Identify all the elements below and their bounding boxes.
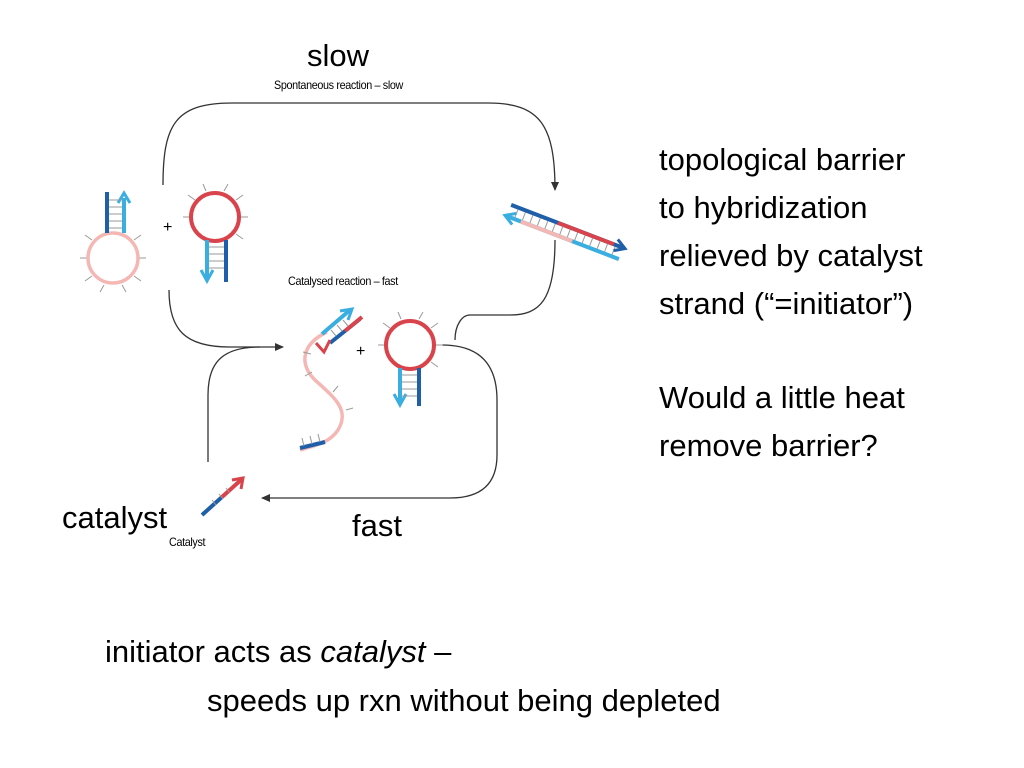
bottom-line-1-emphasis: catalyst xyxy=(320,634,426,669)
side-line-1: topological barrier xyxy=(659,142,906,177)
bottom-line-1-suffix: – xyxy=(425,634,452,669)
side-line-5: Would a little heat xyxy=(659,380,905,415)
bottom-line-1: initiator acts as catalyst – xyxy=(105,636,451,667)
catalyst-label: catalyst xyxy=(62,500,168,535)
catalysed-path-right xyxy=(454,239,556,341)
fast-return-arrow xyxy=(261,344,498,502)
side-line-6: remove barrier? xyxy=(659,428,878,463)
bottom-line-1-prefix: initiator acts as xyxy=(105,634,321,669)
side-line-3: relieved by catalyst xyxy=(659,238,923,273)
fast-label: fast xyxy=(352,508,402,543)
spontaneous-reaction-label: Spontaneous reaction – slow xyxy=(274,78,403,92)
catalyst-small-label: Catalyst xyxy=(169,535,206,549)
catalysed-reaction-label: Catalysed reaction – fast xyxy=(288,274,398,288)
spontaneous-arrow xyxy=(162,102,559,191)
reaction-arrows xyxy=(162,102,559,502)
bottom-line-2: speeds up rxn without being depleted xyxy=(207,683,721,718)
opened-strand xyxy=(299,307,364,452)
hairpin-red-bottom xyxy=(378,311,443,409)
hairpin-pink xyxy=(80,190,146,293)
hairpin-red-top xyxy=(183,183,248,285)
side-explanation: topological barrier to hybridization rel… xyxy=(659,136,923,470)
side-line-2: to hybridization xyxy=(659,190,868,225)
catalyst-strand xyxy=(200,476,245,517)
plus-sign-top: + xyxy=(163,219,172,236)
catalyst-up-arrow xyxy=(207,346,261,462)
plus-sign-middle: + xyxy=(356,343,365,360)
side-line-4: strand (“=initiator”) xyxy=(659,286,914,321)
product-duplex xyxy=(502,203,628,261)
catalysed-path-left xyxy=(168,289,284,351)
slow-label: slow xyxy=(307,38,370,73)
